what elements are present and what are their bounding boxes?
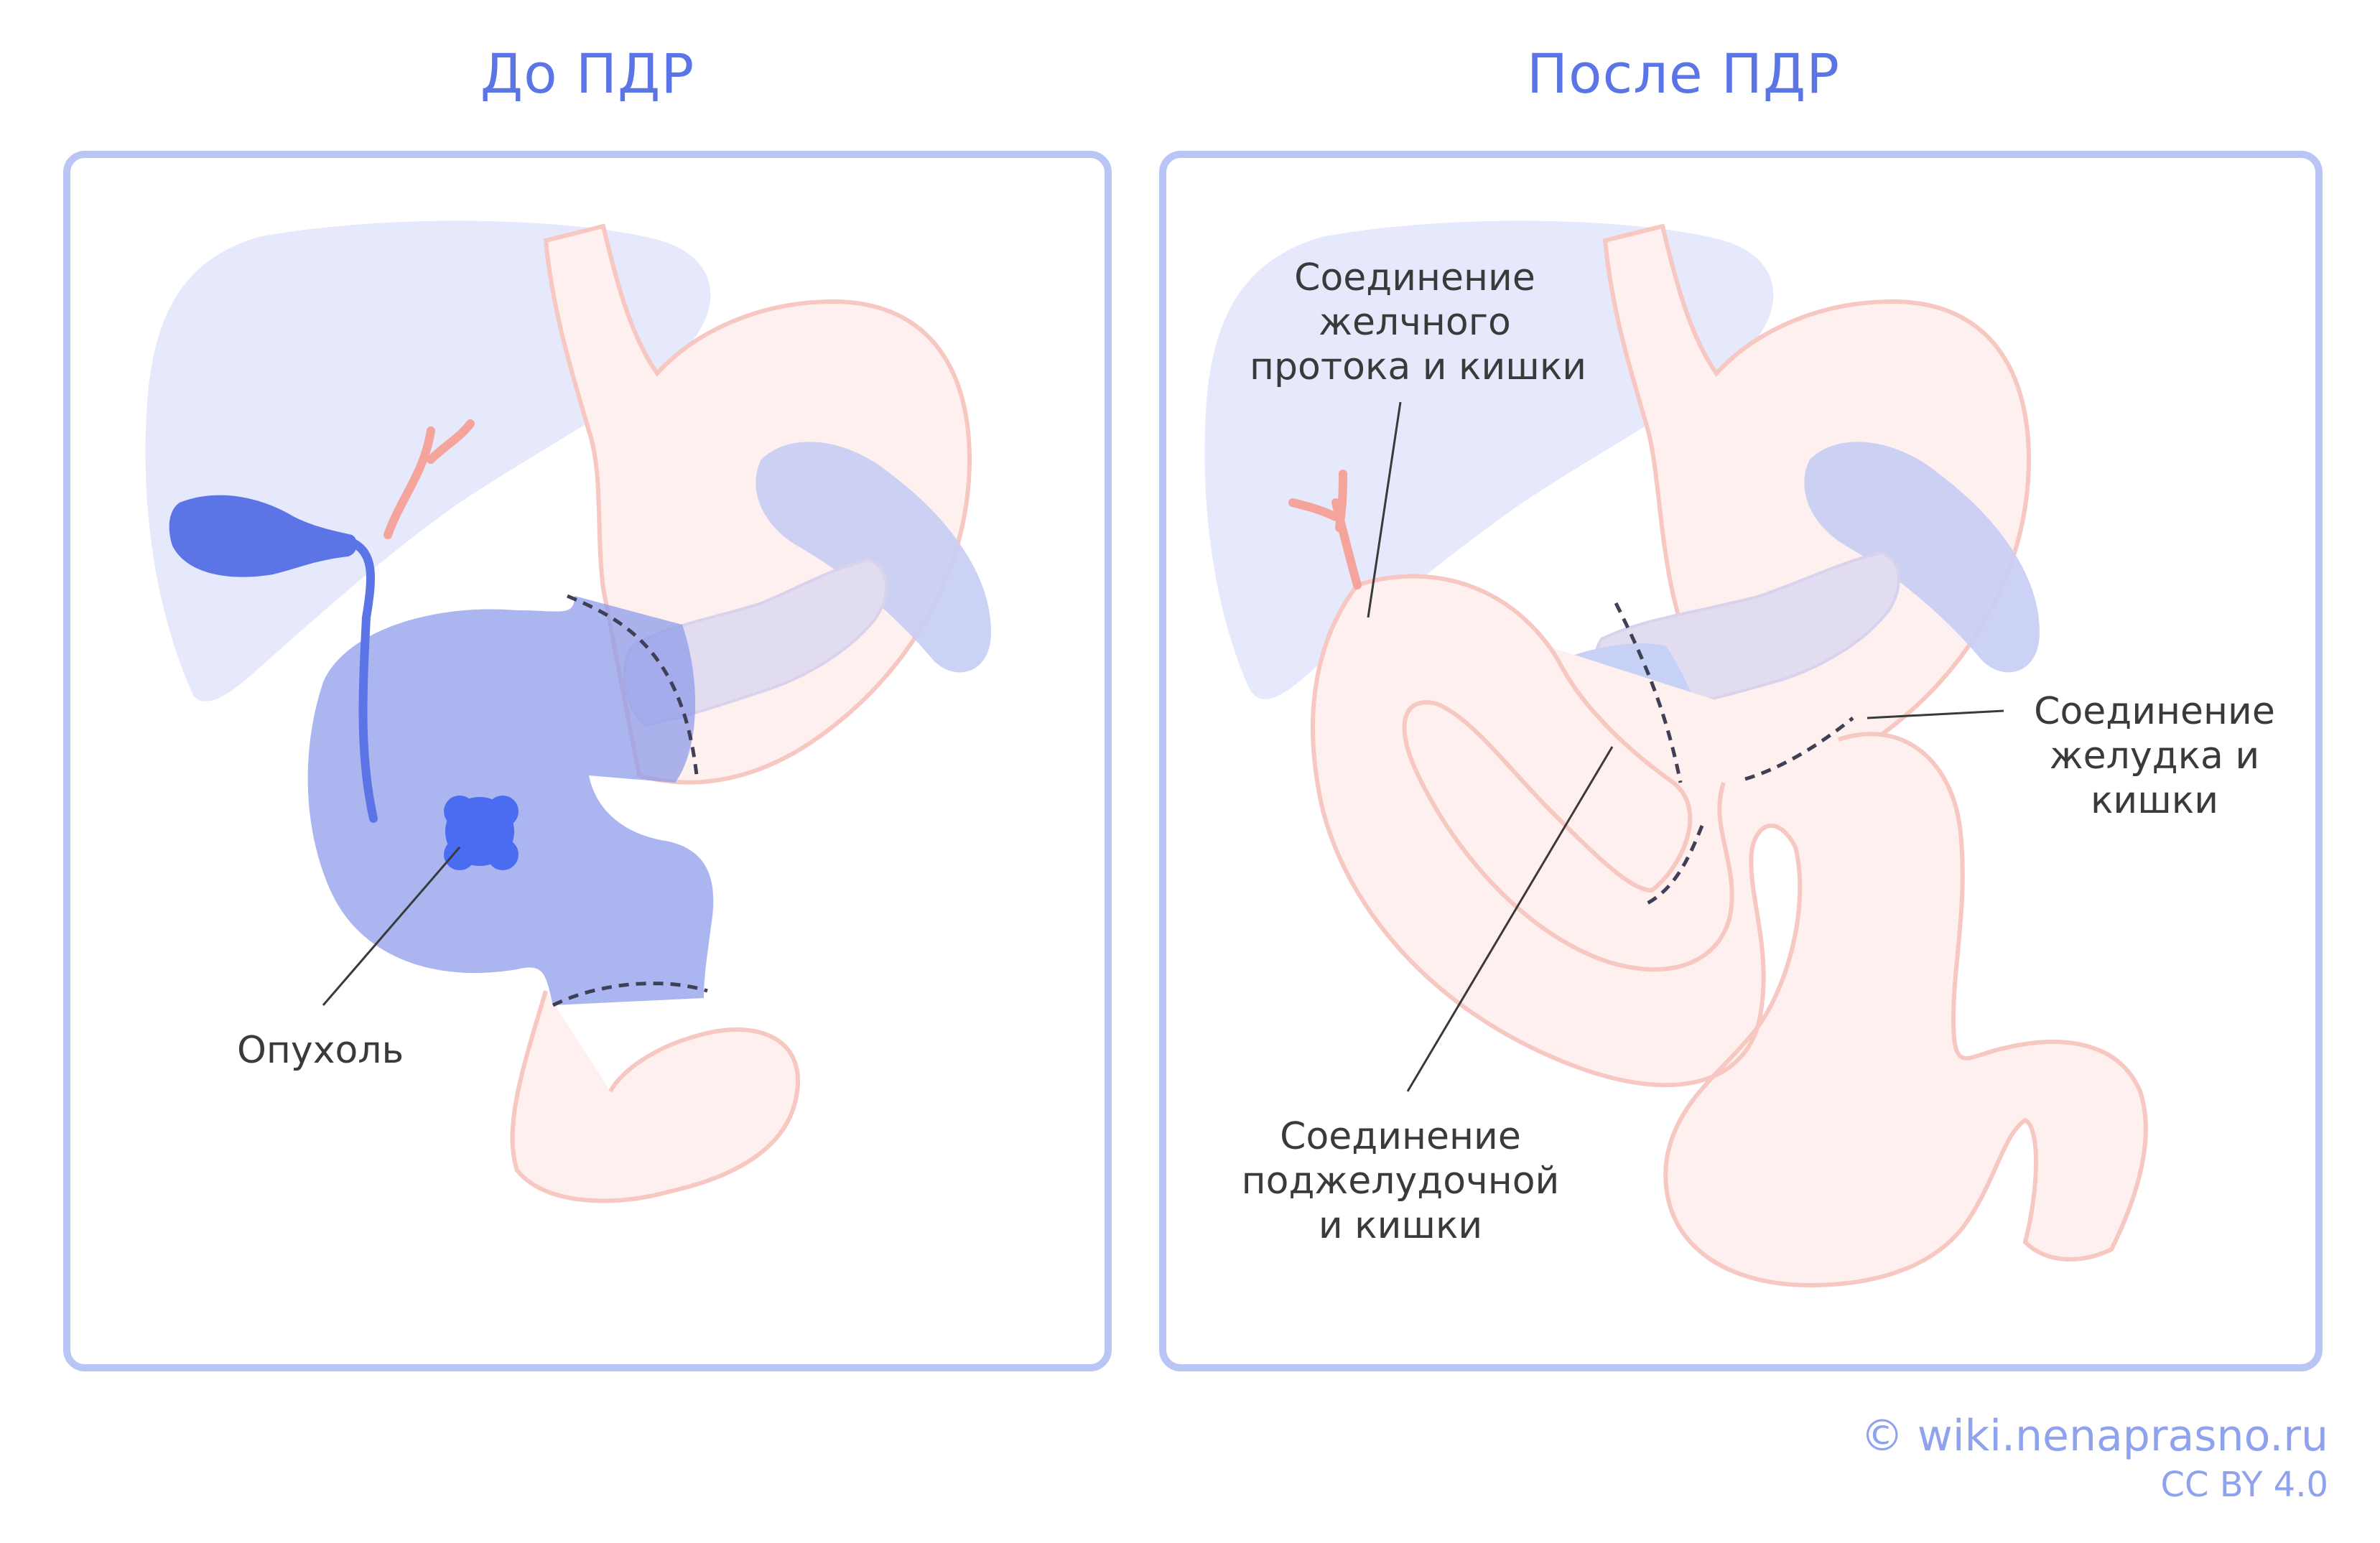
gallbladder-shape xyxy=(169,495,357,577)
pancreas-label-line3: и кишки xyxy=(1318,1204,1483,1247)
bile-label-line1: Соединение xyxy=(1294,256,1535,299)
stomach-label-line3: кишки xyxy=(2091,779,2218,822)
bile-label-line3: протока и кишки xyxy=(1250,345,1587,388)
bile-label-line2: желчного xyxy=(1319,301,1511,344)
intestine-loops xyxy=(1311,584,2148,1288)
site-credit: © wiki.nenaprasno.ru xyxy=(1860,1411,2328,1461)
tumor-lobe xyxy=(444,796,475,827)
tumor-lobe xyxy=(487,839,519,870)
before-anatomy xyxy=(145,220,991,1203)
cut-line-stomach xyxy=(567,594,699,776)
stomach-label-line2: желудка и xyxy=(2049,735,2260,778)
spleen-shape-before xyxy=(756,442,991,673)
after-panel-title: После ПДР xyxy=(1526,42,1841,106)
tumor-label: Опухоль xyxy=(237,1029,404,1072)
stomach-leader-line xyxy=(1867,709,2004,719)
anastomosis-pancreas xyxy=(1614,602,1683,783)
pancreas-connection-label: Соединение поджелудочной и кишки xyxy=(1235,1114,1566,1248)
tumor-lobe xyxy=(487,796,519,827)
before-panel-title: До ПДР xyxy=(480,42,695,106)
stomach-label-line1: Соединение xyxy=(2034,690,2275,733)
tumor-lobe xyxy=(444,839,475,870)
anastomosis-stomach xyxy=(1744,717,1854,781)
hepatic-duct-after xyxy=(1288,470,1362,589)
after-anatomy xyxy=(1204,220,2148,1288)
cut-line-duodenum xyxy=(552,982,708,1007)
bile-leader-line xyxy=(1367,401,1402,618)
anastomosis-pancreas-lower xyxy=(1643,825,1704,907)
stomach-connection-label: Соединение желудка и кишки xyxy=(2011,689,2298,823)
intestine-upper-loop xyxy=(1357,574,1734,972)
pancreas-label-line1: Соединение xyxy=(1280,1115,1521,1158)
bile-connection-label: Соединение желчного протока и кишки xyxy=(1250,256,1587,389)
tumor-leader-line xyxy=(322,847,461,1006)
duodenum-lower-before xyxy=(510,990,801,1203)
license-credit: CC BY 4.0 xyxy=(2160,1465,2328,1505)
spleen-shape-after xyxy=(1804,442,2040,673)
bile-duct-before xyxy=(348,538,378,823)
pancreas-leader-line xyxy=(1406,746,1614,1092)
hepatic-duct-before xyxy=(384,419,475,539)
pancreas-label-line2: поджелудочной xyxy=(1241,1160,1560,1203)
